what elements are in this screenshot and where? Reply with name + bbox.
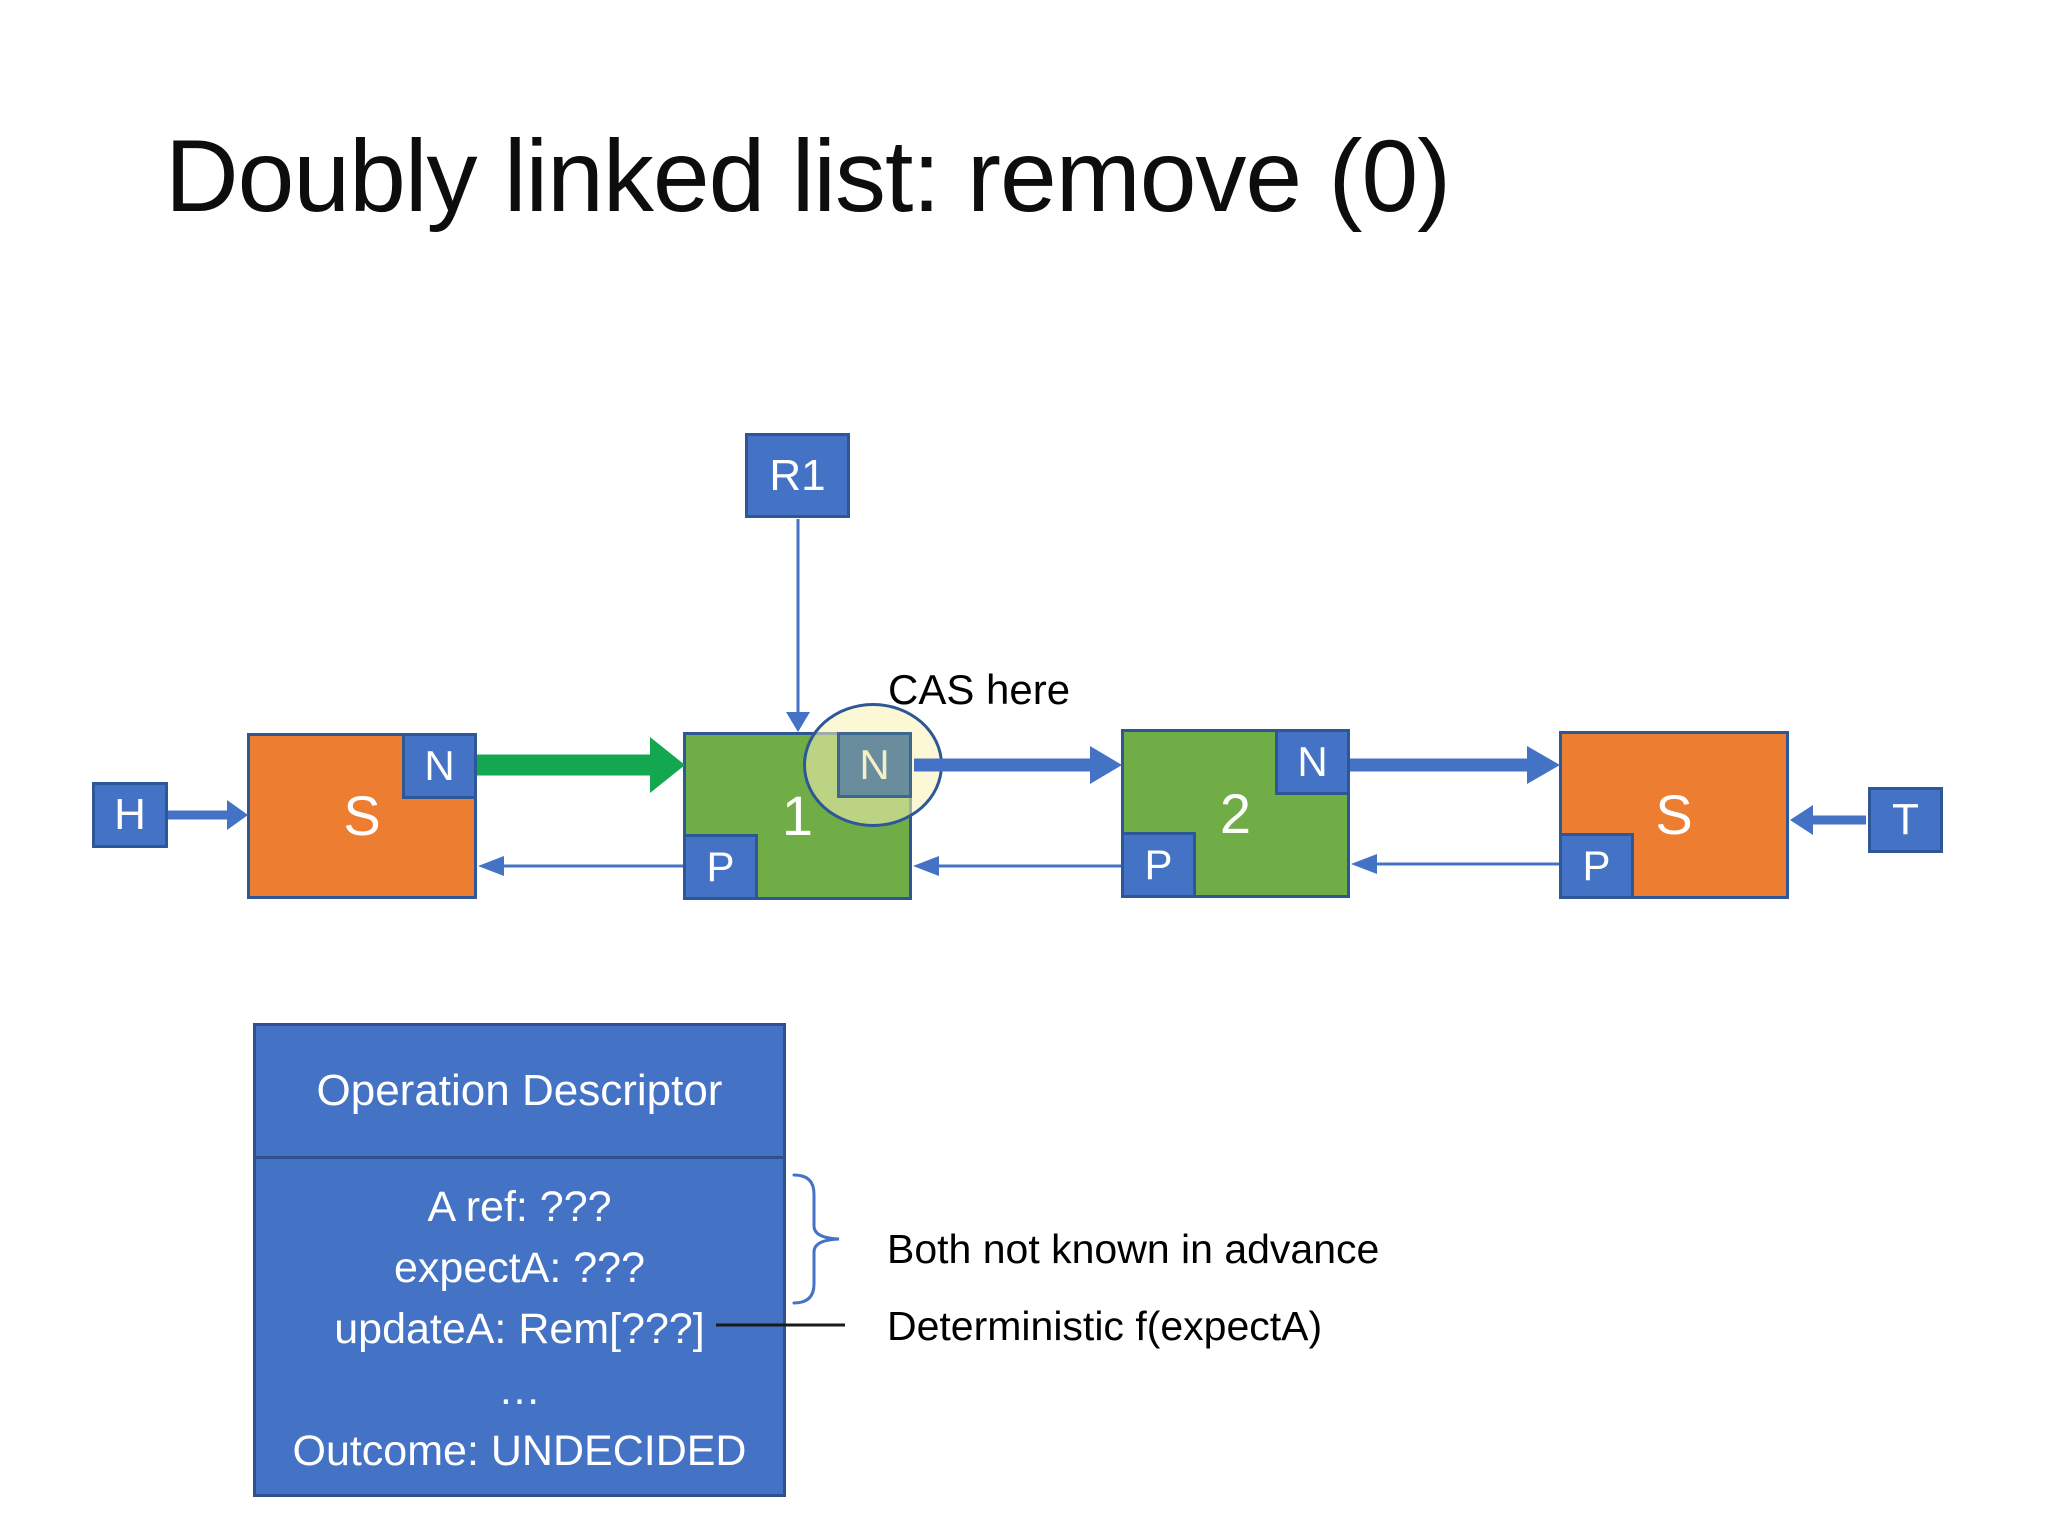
node-item-2: 2 N P xyxy=(1121,729,1350,898)
tail-arrow xyxy=(1790,805,1866,835)
cas-here-label: CAS here xyxy=(888,666,1071,713)
head-pointer-label: H xyxy=(114,790,146,839)
prev-field-label: P xyxy=(1582,842,1611,889)
prev-arrow-sentinel-to-2 xyxy=(1351,854,1559,874)
prev-arrow-2-to-1 xyxy=(913,856,1121,876)
prev-field-label: P xyxy=(1144,841,1173,888)
node-sentinel-right: S P xyxy=(1559,731,1789,899)
brace xyxy=(792,1173,840,1305)
head-arrow xyxy=(168,800,248,830)
tail-pointer-box: T xyxy=(1868,787,1943,853)
operation-descriptor-box: Operation Descriptor A ref: ??? expectA:… xyxy=(253,1023,786,1497)
node-value: 1 xyxy=(781,784,814,847)
next-field-label: N xyxy=(424,742,455,789)
prev-field-box: P xyxy=(1559,833,1634,899)
node-item-1: 1 N P xyxy=(683,732,912,900)
operation-descriptor-body: A ref: ??? expectA: ??? updateA: Rem[???… xyxy=(256,1159,783,1482)
prev-arrow-1-to-sentinel xyxy=(478,856,683,876)
slide-title: Doubly linked list: remove (0) xyxy=(165,119,1451,233)
prev-field-box: P xyxy=(683,834,758,900)
descriptor-row-outcome: Outcome: UNDECIDED xyxy=(292,1427,747,1475)
next-arrow-1-to-2 xyxy=(914,746,1122,784)
operation-descriptor-title: Operation Descriptor xyxy=(256,1026,783,1159)
head-pointer-box: H xyxy=(92,782,168,848)
brace-note: Both not known in advance xyxy=(887,1226,1380,1272)
next-arrow-2-to-sentinel xyxy=(1350,746,1560,784)
reader-box-label: R1 xyxy=(769,450,826,500)
next-field-box: N xyxy=(837,732,912,798)
node-value: S xyxy=(1655,783,1693,846)
descriptor-row-expecta: expectA: ??? xyxy=(393,1244,645,1292)
update-note: Deterministic f(expectA) xyxy=(887,1303,1323,1349)
node-value: 2 xyxy=(1219,781,1252,845)
reader-arrow xyxy=(786,519,810,732)
descriptor-row-aref: A ref: ??? xyxy=(427,1183,612,1231)
node-value: S xyxy=(343,784,381,847)
prev-field-box: P xyxy=(1121,832,1196,898)
descriptor-row-updatea: updateA: Rem[???] xyxy=(334,1305,705,1353)
descriptor-row-ellipsis: … xyxy=(498,1366,541,1414)
tail-pointer-label: T xyxy=(1892,795,1919,844)
next-field-label: N xyxy=(1297,738,1328,785)
prev-field-label: P xyxy=(706,843,735,890)
reader-box-r1: R1 xyxy=(745,433,850,518)
next-arrow-sentinel-to-1 xyxy=(477,737,685,793)
next-field-box: N xyxy=(402,733,477,799)
next-field-label: N xyxy=(859,741,890,788)
next-field-box: N xyxy=(1275,729,1350,795)
node-sentinel-left: S N xyxy=(247,733,477,899)
